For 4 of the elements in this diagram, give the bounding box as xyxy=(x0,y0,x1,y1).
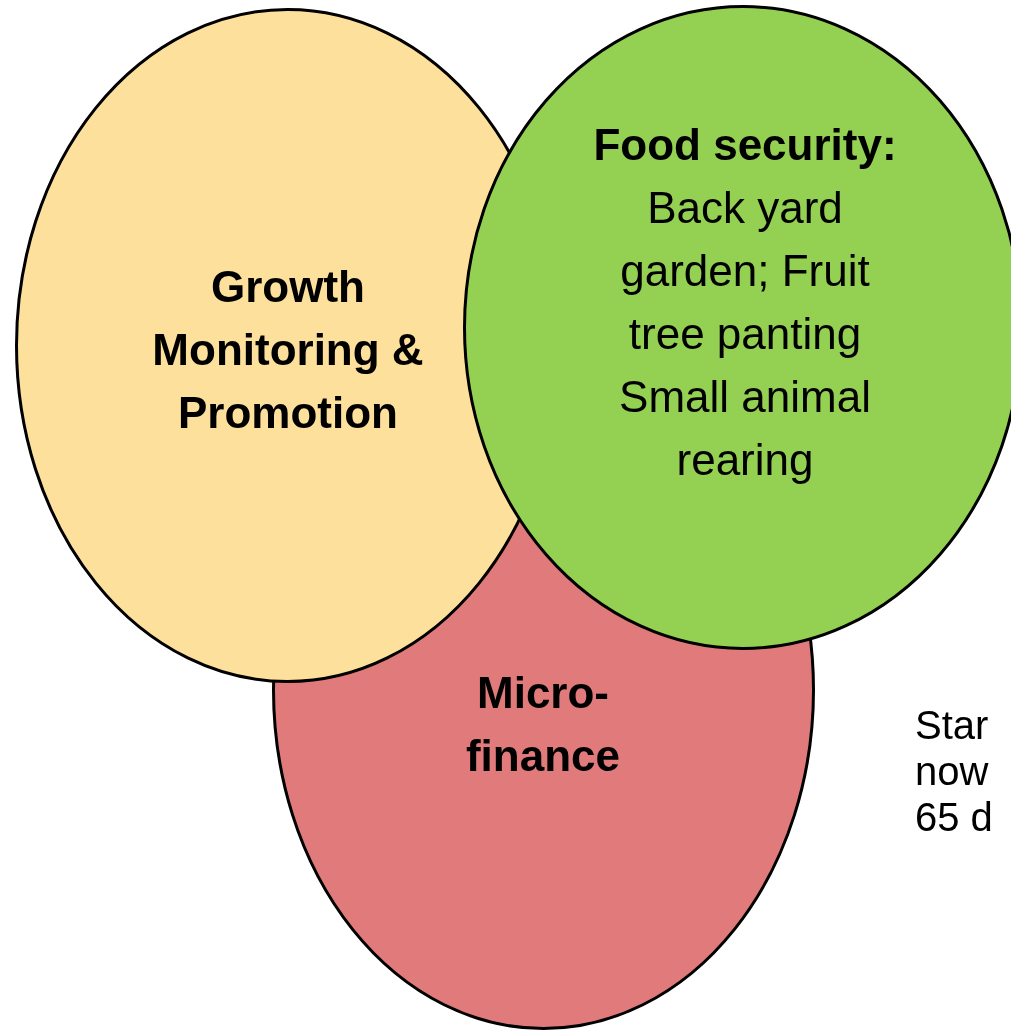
note-text: Star now 65 d xyxy=(915,702,994,840)
circle-label: Growth Monitoring & Promotion xyxy=(151,261,425,439)
circle-label: Food security: Back yard garden; Fruit tree panting Small animal rearing xyxy=(592,119,898,486)
circle-label: Micro-finance xyxy=(464,667,621,782)
